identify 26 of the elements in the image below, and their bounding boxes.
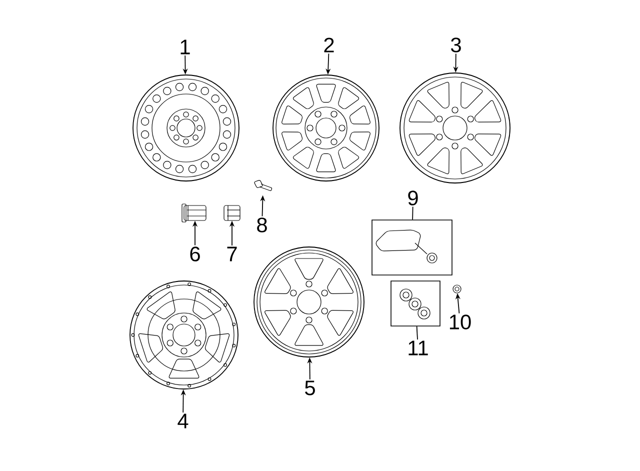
wheel-drawing (254, 246, 364, 358)
callout-number: 5 (305, 380, 315, 396)
part-box (372, 220, 452, 276)
lug-nut-drawing (224, 205, 240, 221)
callout-number: 4 (178, 414, 188, 428)
wheel-drawing (132, 74, 240, 182)
valve-cap-drawing (452, 284, 462, 294)
wheel-drawing (272, 74, 380, 182)
callout-number: 11 (408, 340, 428, 356)
valve-stem-drawing (254, 180, 272, 192)
lug-nut-drawing (182, 204, 206, 222)
wheel-drawing (130, 280, 238, 390)
callout-number: 7 (227, 246, 237, 262)
leader-line (416, 326, 418, 340)
valve-caps-drawing (400, 288, 430, 320)
callout-number: 10 (450, 314, 471, 330)
wheel-drawing (400, 72, 510, 184)
callout-number: 2 (324, 38, 334, 52)
callout-number: 6 (190, 246, 200, 262)
callout-number: 8 (257, 218, 267, 232)
tire-pressure-sensor-drawing (376, 230, 438, 264)
leader-line (412, 206, 414, 220)
part-box (390, 280, 440, 326)
callout-number: 3 (450, 38, 461, 52)
callout-number: 9 (408, 190, 418, 206)
callout-number: 1 (180, 40, 190, 54)
